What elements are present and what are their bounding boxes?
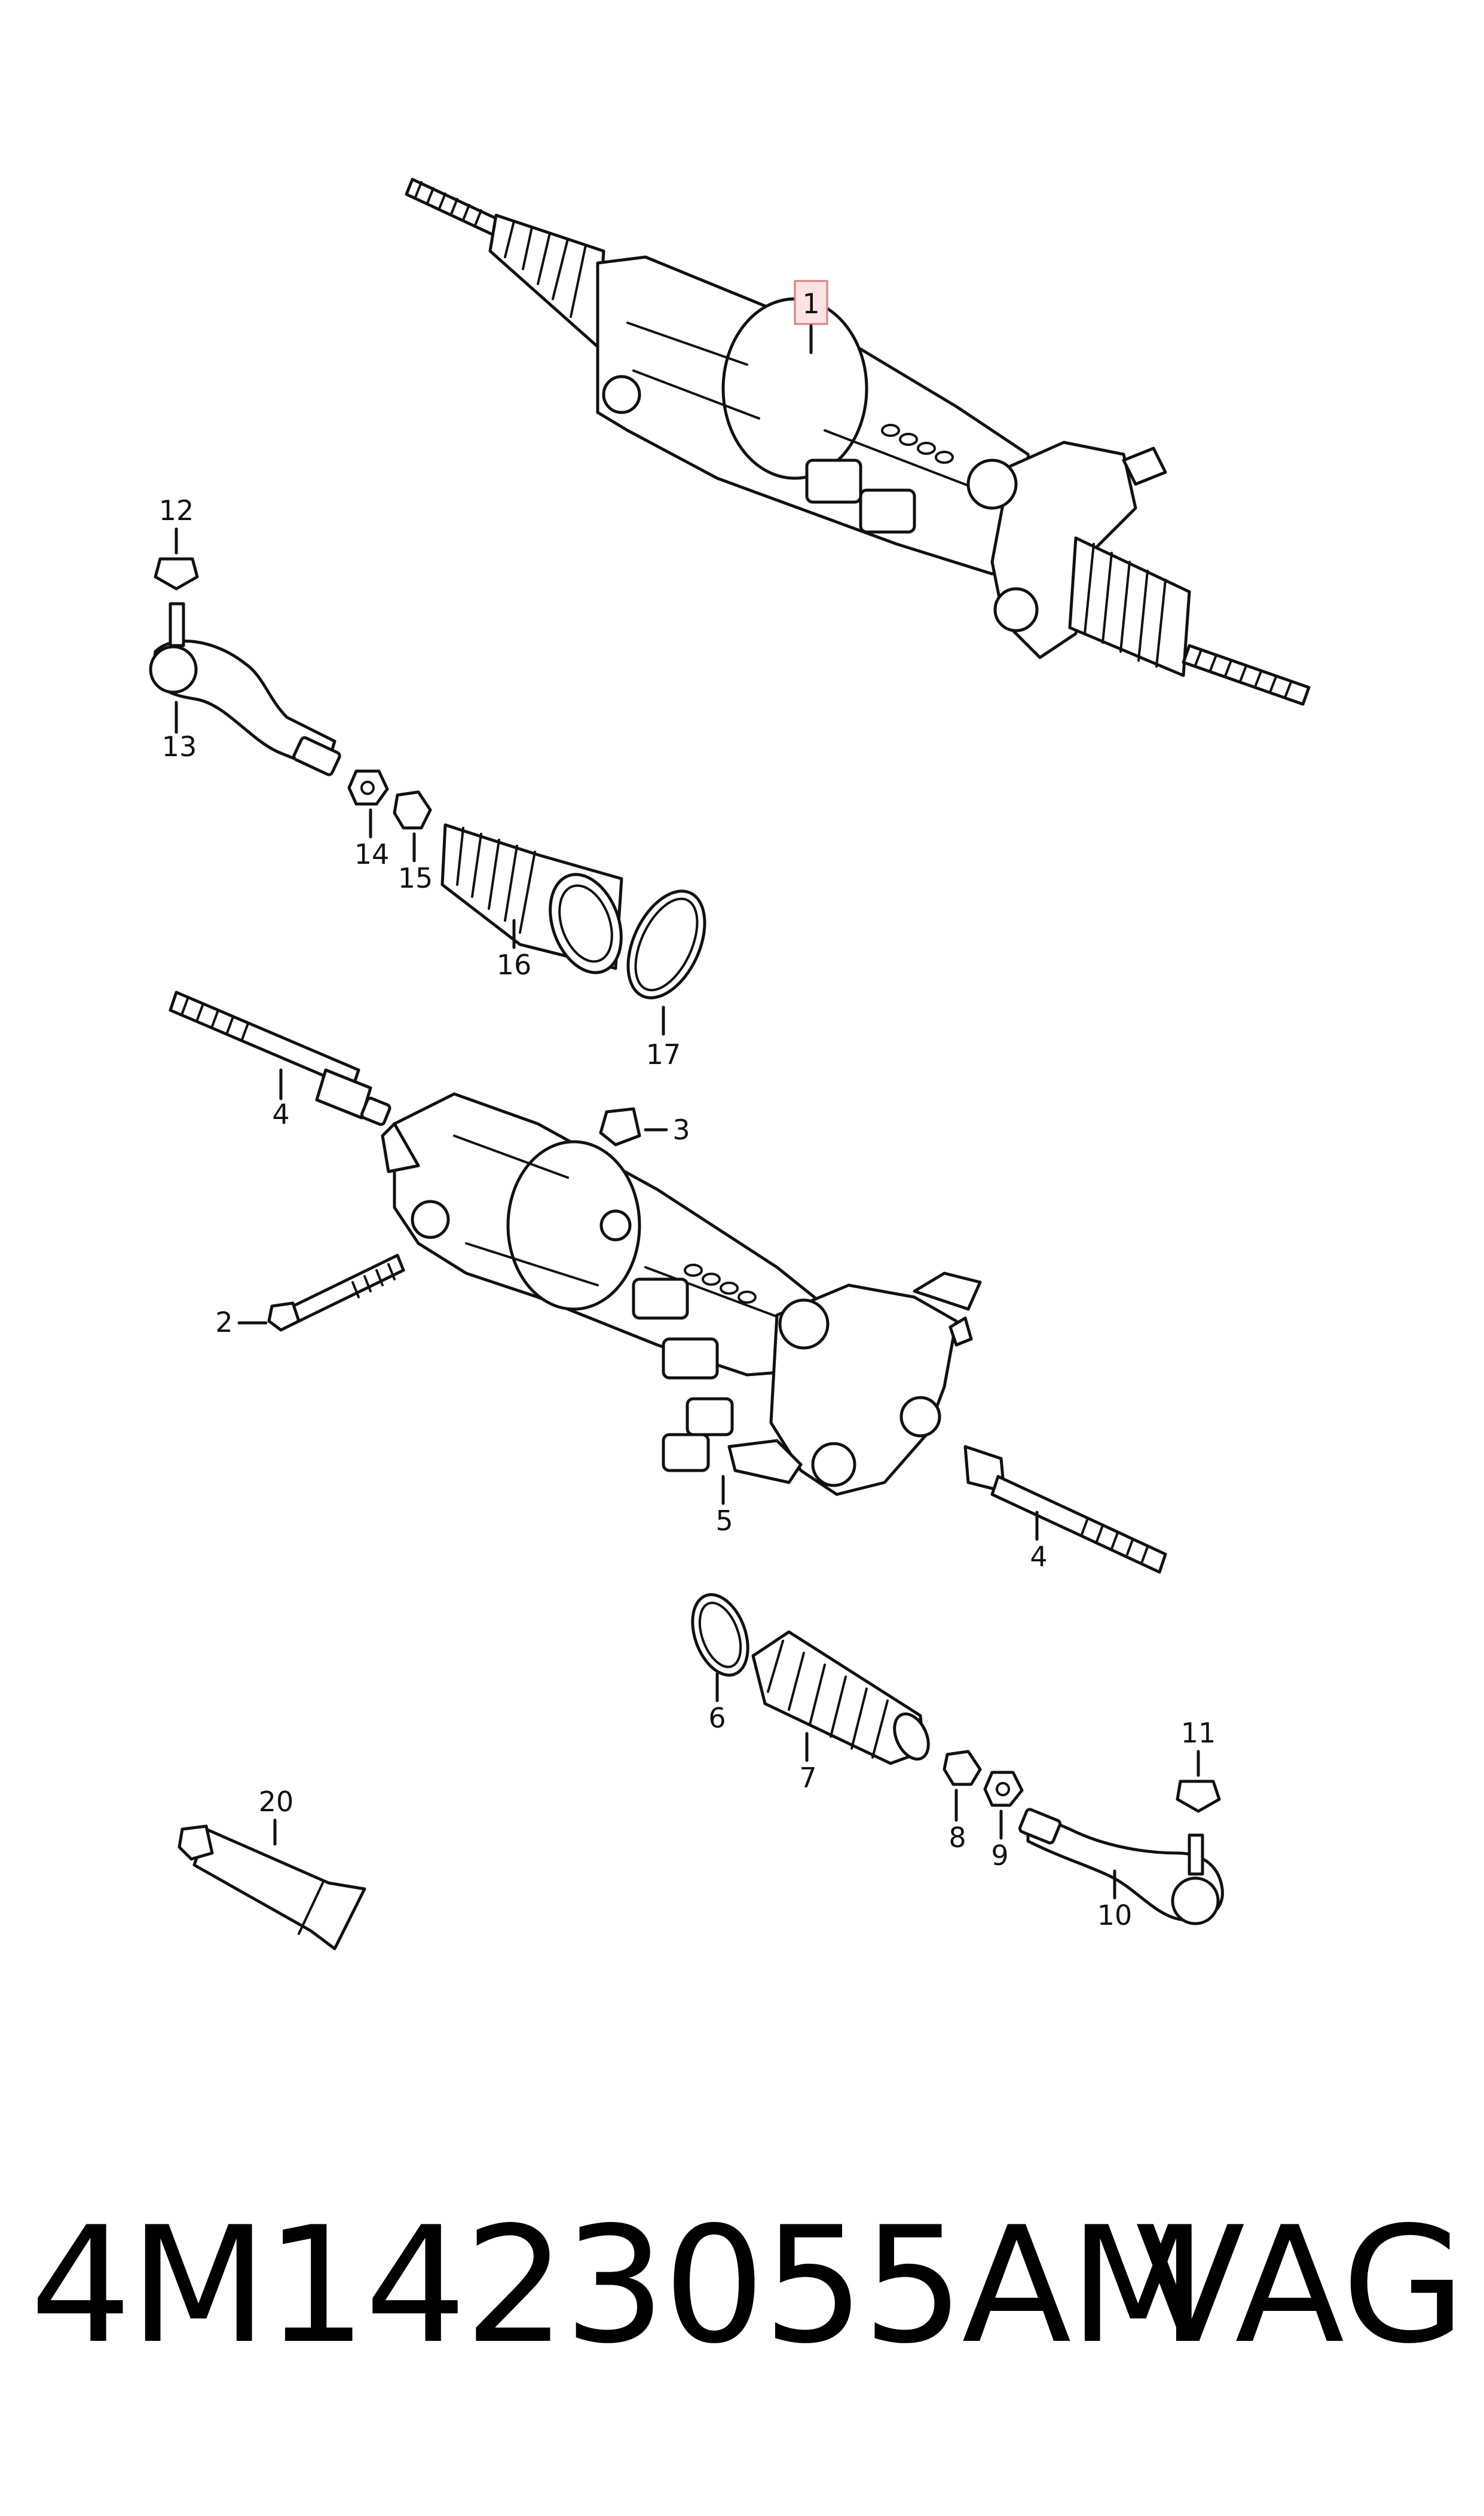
callout-4-left: 4 bbox=[272, 1098, 289, 1130]
nut-14 bbox=[347, 769, 389, 806]
grease-tube-20 bbox=[192, 1827, 366, 1951]
clamp-6 bbox=[691, 1593, 749, 1677]
right-tie-rod-end-group: 11 10 bbox=[1018, 1717, 1224, 1931]
callout-4-right: 4 bbox=[1030, 1540, 1047, 1573]
inner-tie-rod-right: 4 bbox=[963, 1445, 1167, 1574]
nut-12 bbox=[154, 557, 199, 591]
inner-tie-rod-left: 4 bbox=[169, 990, 391, 1130]
right-boot-group: 6 7 8 9 bbox=[691, 1593, 1024, 1872]
nut-9 bbox=[983, 1771, 1024, 1807]
rack-top-right-boot bbox=[1068, 536, 1191, 677]
rack-top-left-boot bbox=[488, 213, 605, 348]
part-number: 4M1423055AM bbox=[30, 2193, 1207, 2379]
steering-rack-top: 1 bbox=[405, 178, 1311, 706]
clip-15 bbox=[393, 790, 432, 830]
steering-rack-middle bbox=[381, 1092, 982, 1496]
callout-14: 14 bbox=[354, 838, 390, 870]
rack-top-left-thread bbox=[405, 178, 504, 238]
bolt-2 bbox=[285, 1254, 405, 1326]
callout-17: 17 bbox=[646, 1038, 681, 1071]
clamp-17 bbox=[626, 889, 706, 999]
clip-3 bbox=[599, 1107, 641, 1147]
callout-3: 3 bbox=[672, 1114, 690, 1146]
callout-15: 15 bbox=[398, 862, 433, 894]
callout-8: 8 bbox=[948, 1821, 966, 1854]
callout-1: 1 bbox=[802, 288, 819, 320]
rack-top-slots bbox=[881, 424, 954, 464]
nut-11 bbox=[1176, 1780, 1221, 1813]
clip-8 bbox=[943, 1750, 982, 1786]
callout-6: 6 bbox=[708, 1702, 726, 1734]
callout-2: 2 bbox=[215, 1306, 232, 1338]
brand-label: VAG bbox=[1136, 2193, 1466, 2379]
callout-11: 11 bbox=[1181, 1717, 1216, 1749]
bellows-7 bbox=[751, 1630, 930, 1765]
rack-middle-slots bbox=[684, 1264, 757, 1304]
callout-5: 5 bbox=[715, 1505, 733, 1537]
exploded-parts-diagram: 1 12 13 14 15 16 1 bbox=[149, 178, 1311, 1951]
callout-1-highlight bbox=[794, 280, 828, 325]
callout-10: 10 bbox=[1097, 1899, 1133, 1931]
rack-top-right-thread bbox=[1182, 644, 1311, 706]
callout-16: 16 bbox=[497, 949, 532, 981]
bellows-16 bbox=[440, 823, 623, 974]
grease-tube-20-group: 20 bbox=[178, 1786, 366, 1951]
callout-9: 9 bbox=[991, 1839, 1008, 1872]
callout-7: 7 bbox=[799, 1762, 816, 1794]
sensor-5-group: 5 bbox=[662, 1397, 803, 1537]
callout-13: 13 bbox=[162, 730, 197, 763]
callout-20: 20 bbox=[259, 1786, 294, 1818]
callout-12: 12 bbox=[159, 494, 194, 527]
bolt-2-group: 2 bbox=[215, 1254, 405, 1338]
left-tie-rod-end-group: 12 13 14 15 16 17 bbox=[149, 494, 706, 1071]
clip-3-group: 3 bbox=[599, 1107, 690, 1147]
